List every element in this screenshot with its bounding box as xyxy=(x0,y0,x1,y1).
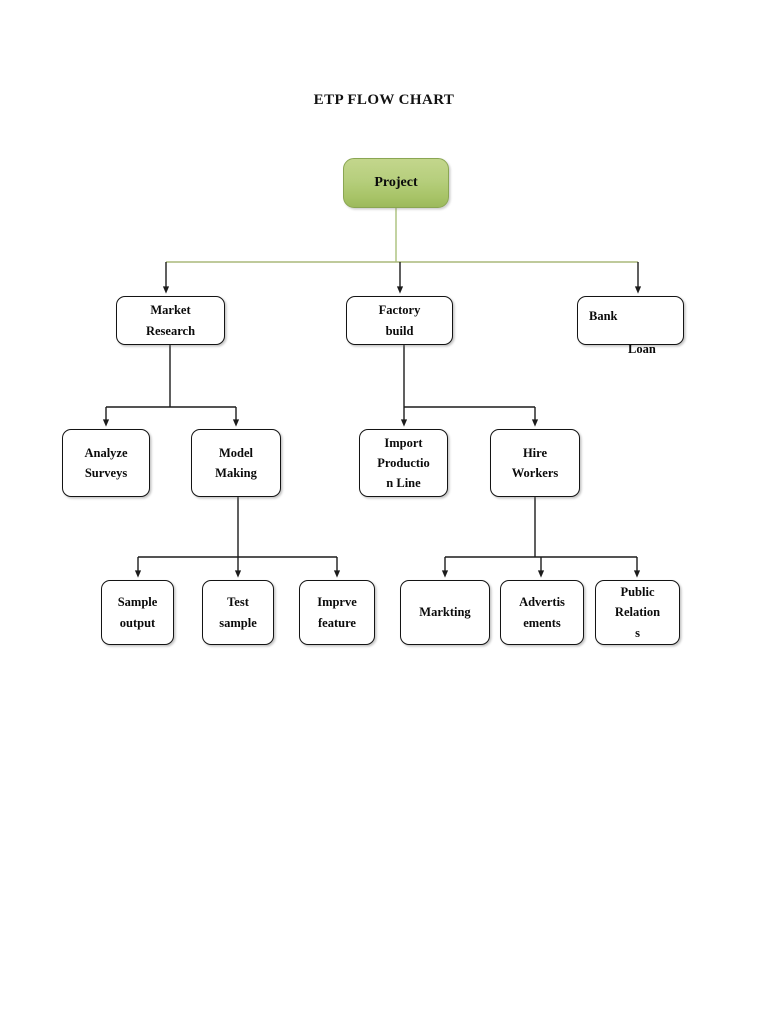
node-factory-build-line-0: Factory xyxy=(378,303,421,318)
edge-project-bus xyxy=(166,208,638,263)
node-advertisements-line-0: Advertis xyxy=(519,595,565,610)
node-markting[interactable]: Markting xyxy=(400,580,490,645)
edge-model-making-branch xyxy=(134,497,341,578)
node-imprve-feature[interactable]: Imprve feature xyxy=(299,580,375,645)
node-factory-build-line-1: build xyxy=(385,323,414,338)
node-import-production-line-line-2: n Line xyxy=(386,476,421,491)
node-hire-workers-line-0: Hire xyxy=(522,445,548,460)
page-title: ETP FLOW CHART xyxy=(313,92,455,108)
node-advertisements[interactable]: Advertis ements xyxy=(500,580,584,645)
node-markting-line-0: Markting xyxy=(419,605,471,620)
node-project-line-0: Project xyxy=(374,174,418,190)
node-model-making-line-0: Model xyxy=(218,445,254,460)
node-imprve-feature-line-0: Imprve xyxy=(317,595,357,610)
node-import-production-line-line-0: Import xyxy=(384,435,423,450)
node-public-relations-line-0: Public xyxy=(620,585,655,600)
node-hire-workers[interactable]: Hire Workers xyxy=(490,429,580,497)
node-sample-output[interactable]: Sample output xyxy=(101,580,174,645)
node-advertisements-line-1: ements xyxy=(523,615,561,630)
node-imprve-feature-line-1: feature xyxy=(318,615,356,630)
node-sample-output-line-1: output xyxy=(119,615,156,630)
node-model-making-line-1: Making xyxy=(215,466,257,480)
edge-market-research-branch xyxy=(102,345,240,427)
node-test-sample-line-1: sample xyxy=(219,615,257,630)
node-model-making[interactable]: Model Making xyxy=(191,429,281,497)
edge-hire-workers-branch xyxy=(441,497,641,578)
node-bank-line-0: Bank xyxy=(589,309,618,323)
node-project[interactable]: Project xyxy=(343,158,449,208)
node-import-production-line[interactable]: Import Productio n Line xyxy=(359,429,448,497)
node-market-research-line-0: Market xyxy=(150,303,191,318)
edge-factory-build-branch xyxy=(400,345,539,427)
node-analyze-surveys[interactable]: Analyze Surveys xyxy=(62,429,150,497)
node-public-relations-line-2: s xyxy=(635,625,640,640)
node-test-sample-line-0: Test xyxy=(227,595,249,610)
node-market-research[interactable]: Market Research xyxy=(116,296,225,345)
node-test-sample[interactable]: Test sample xyxy=(202,580,274,645)
node-market-research-line-1: Research xyxy=(145,323,196,338)
node-bank[interactable]: Bank xyxy=(577,296,684,345)
node-hire-workers-line-1: Workers xyxy=(511,466,559,480)
node-analyze-surveys-line-0: Analyze xyxy=(84,445,128,460)
node-import-production-line-line-1: Productio xyxy=(377,455,430,470)
node-sample-output-line-0: Sample xyxy=(117,595,158,610)
node-analyze-surveys-line-1: Surveys xyxy=(84,466,128,480)
node-factory-build[interactable]: Factory build xyxy=(346,296,453,345)
node-public-relations[interactable]: Public Relation s xyxy=(595,580,680,645)
annotation-loan: Loan xyxy=(628,342,656,356)
node-public-relations-line-1: Relation xyxy=(614,605,661,620)
